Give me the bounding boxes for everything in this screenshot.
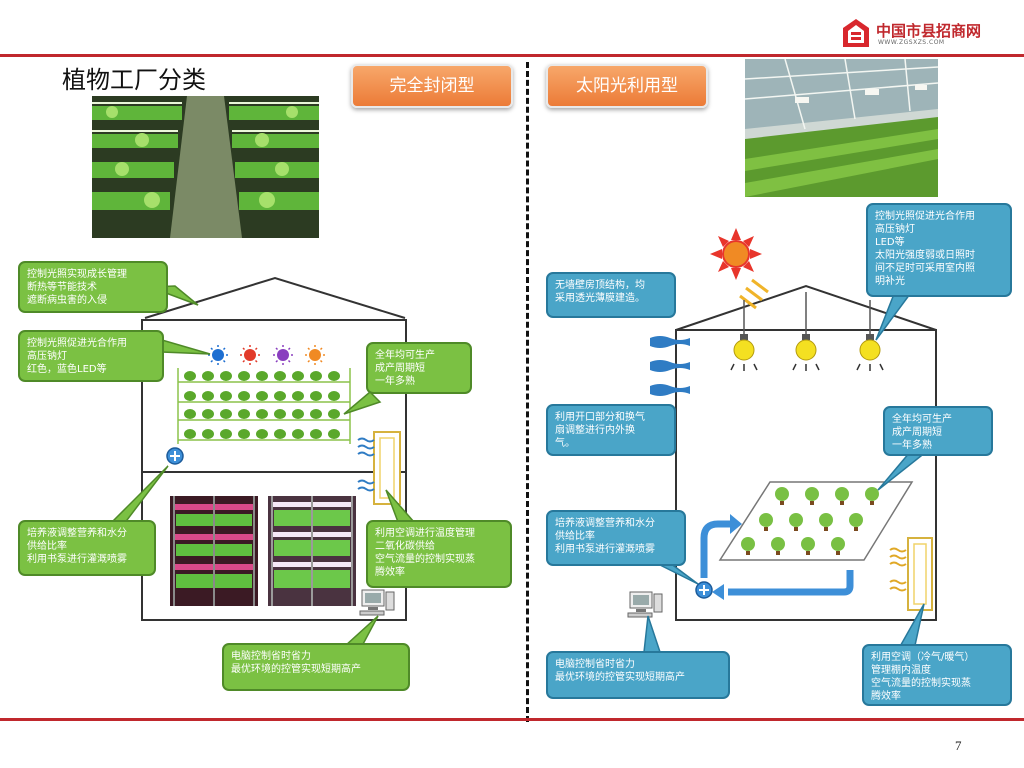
right-pump-icon	[695, 581, 713, 599]
header-rule	[0, 54, 1024, 57]
page-number: 7	[955, 738, 962, 753]
lamp-middle-icon	[792, 292, 820, 371]
sun-icon	[710, 228, 762, 280]
lamp-left-icon	[730, 300, 758, 371]
callout-right-aircon: 利用空调（冷气/暖气） 管理棚内温度 空气流量的控制实现蒸 腾效率	[862, 644, 1012, 706]
water-flow-arrows-icon	[700, 520, 854, 596]
computer-icon	[359, 589, 395, 616]
sun-ray-lines-icon	[739, 278, 769, 310]
greenhouse-diagram	[627, 228, 937, 653]
grow-rack	[177, 368, 351, 444]
callout-right-year-round: 全年均可生产 成产周期短 一年多熟	[883, 406, 993, 456]
callout-photosynthesis-light: 控制光照促进光合作用 高压钠灯 红色，蓝色LED等	[18, 330, 164, 382]
lamp-right-icon	[856, 300, 884, 371]
callout-ventilation: 利用开口部分和换气 扇调整进行内外换 气。	[546, 404, 676, 456]
led-rack-photo-white	[268, 496, 356, 606]
callout-right-nutrient: 培养液调整营养和水分 供给比率 利用书泵进行灌溉喷雾	[546, 510, 686, 566]
site-logo[interactable]: 中国市县招商网 WWW.ZGSXZS.COM	[842, 18, 1002, 52]
led-rack-photo-red	[170, 496, 258, 606]
footer-rule	[0, 718, 1024, 721]
callout-computer-control: 电脑控制省时省力 最优环境的控管实现短期高产	[222, 643, 410, 691]
closed-house-roof	[144, 276, 406, 319]
callout-right-computer: 电脑控制省时省力 最优环境的控管实现短期高产	[546, 651, 730, 699]
tag-sunlight-type: 太阳光利用型	[546, 64, 708, 108]
callout-right-photosynthesis: 控制光照促进光合作用 高压钠灯 LED等 太阳光强度弱或日照时 间不足时可采用室…	[866, 203, 1012, 297]
page-title: 植物工厂分类	[62, 66, 206, 94]
callout-year-round: 全年均可生产 成产周期短 一年多熟	[366, 342, 472, 394]
led-red-icon	[240, 345, 260, 365]
callout-roof-structure: 无墙壁房顶结构，均 采用透光薄膜建造。	[546, 272, 676, 318]
cultivation-bed	[718, 481, 914, 561]
led-blue-icon	[208, 345, 228, 365]
indoor-factory-photo	[92, 96, 319, 238]
logo-title: 中国市县招商网	[876, 22, 982, 40]
logo-url: WWW.ZGSXZS.COM	[878, 39, 945, 46]
right-computer-icon	[627, 591, 663, 618]
greenhouse-photo	[745, 59, 938, 197]
callout-aircon-management: 利用空调进行温度管理 二氧化碳供给 空气流量的控制实现蒸 腾效率	[366, 520, 512, 588]
led-orange-icon	[305, 345, 325, 365]
callout-growth-light-control: 控制光照实现成长管理 断热等节能技术 遮断病虫害的入侵	[18, 261, 168, 313]
led-purple-icon	[273, 345, 293, 365]
logo-house-icon	[843, 19, 869, 47]
callout-nutrient-supply: 培养液调整营养和水分 供给比率 利用书泵进行灌溉喷雾	[18, 520, 156, 576]
tag-closed-type: 完全封闭型	[351, 64, 513, 108]
ventilation-waves-icon	[650, 336, 690, 396]
pump-icon	[166, 447, 184, 465]
center-divider	[526, 62, 529, 722]
